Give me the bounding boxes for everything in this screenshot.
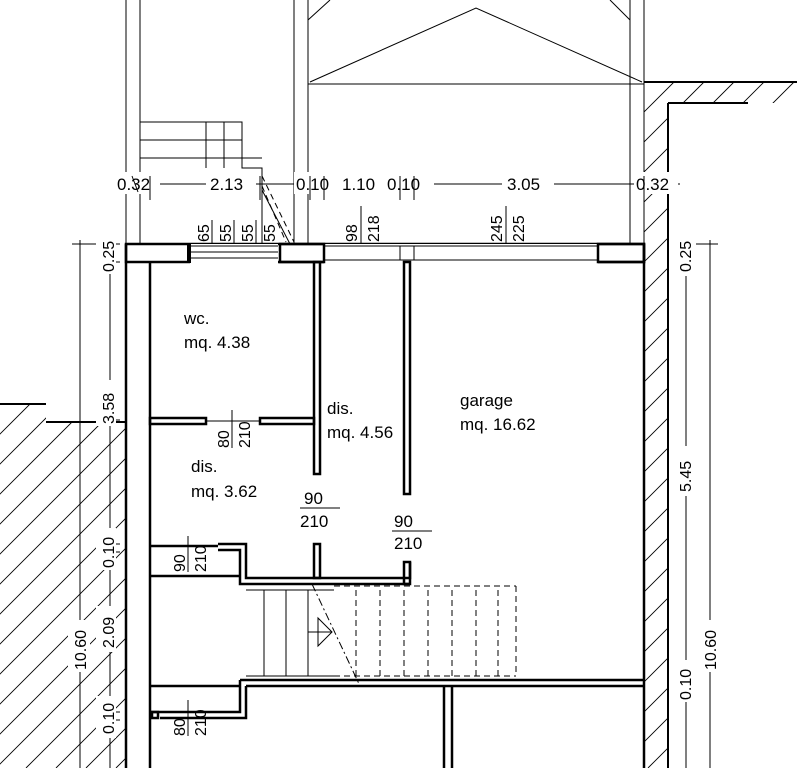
hatch-line xyxy=(0,404,126,768)
dim-left-010a: 0.10 xyxy=(101,537,118,568)
dim-left-010b: 0.10 xyxy=(101,703,118,734)
room-garage-area: mq. 16.62 xyxy=(460,415,536,434)
terrain-hatch-left xyxy=(0,404,126,768)
dim-right-010: 0.10 xyxy=(678,669,695,700)
hatch-line xyxy=(644,82,765,768)
door-dis-height: 210 xyxy=(300,512,328,531)
dim-right-1060: 10.60 xyxy=(703,630,720,670)
door-wc-height: 210 xyxy=(237,421,254,448)
hatch-line xyxy=(0,404,31,768)
dim-left-025: 0.25 xyxy=(101,241,118,272)
dim-top-6: 3.05 xyxy=(507,175,540,194)
opening-labels: 65 55 55 55 98 218 245 225 xyxy=(196,189,528,245)
room-labels: wc. mq. 4.38 dis. mq. 4.56 dis. mq. 3.62… xyxy=(183,309,536,501)
dim-top-1: 0.32 xyxy=(117,175,150,194)
door-left-upper-width: 90 xyxy=(172,554,189,572)
staircase xyxy=(246,583,517,687)
room-wc-area: mq. 4.38 xyxy=(184,333,250,352)
hatch-line xyxy=(0,404,126,768)
dim-left-209: 2.09 xyxy=(101,617,118,648)
door-left-upper-height: 210 xyxy=(193,545,210,572)
opening-label-65: 65 xyxy=(196,224,213,242)
room-dis-upper-name: dis. xyxy=(327,399,353,418)
opening-label-55a: 55 xyxy=(218,224,235,242)
opening-label-98: 98 xyxy=(344,224,361,242)
dim-top-2: 2.13 xyxy=(210,175,243,194)
hatch-line xyxy=(0,404,91,768)
dim-top-5: 0.10 xyxy=(387,175,420,194)
top-dimension-line: 0.32 2.13 0.10 1.10 0.10 3.05 0.32 xyxy=(116,172,680,200)
dim-top-7: 0.32 xyxy=(636,175,669,194)
hatch-line xyxy=(0,404,126,768)
opening-label-245: 245 xyxy=(489,215,506,242)
door-wc-width: 80 xyxy=(216,430,233,448)
dim-top-4: 1.10 xyxy=(342,175,375,194)
dim-right-545: 5.45 xyxy=(678,461,695,492)
room-dis-upper-area: mq. 4.56 xyxy=(327,423,393,442)
room-wc-name: wc. xyxy=(183,309,210,328)
interior-walls xyxy=(148,260,644,768)
dim-top-3: 0.10 xyxy=(296,175,329,194)
door-labels: 80 210 90 210 90 210 90 210 80 210 xyxy=(172,410,432,736)
door-garage-height: 210 xyxy=(394,534,422,553)
dim-left-1060: 10.60 xyxy=(73,630,90,670)
door-left-lower-width: 80 xyxy=(172,718,189,736)
opening-label-55c: 55 xyxy=(262,224,279,242)
left-dimensions: 0.25 3.58 0.10 2.09 0.10 10.60 xyxy=(68,240,120,768)
door-left-lower-height: 210 xyxy=(193,709,210,736)
hatch-line xyxy=(0,404,126,768)
dim-right-025: 0.25 xyxy=(678,241,695,272)
door-garage-width: 90 xyxy=(394,512,413,531)
opening-label-218: 218 xyxy=(366,215,383,242)
hatch-line xyxy=(0,404,126,768)
room-dis-lower-area: mq. 3.62 xyxy=(191,482,257,501)
hatch-line xyxy=(644,82,797,768)
hatch-line xyxy=(0,404,121,768)
hatch-line xyxy=(0,404,126,768)
exterior-walls xyxy=(124,242,646,768)
hatch-line xyxy=(0,404,126,768)
dim-left-358: 3.58 xyxy=(101,393,118,424)
hatch-line xyxy=(25,404,126,768)
right-clear-area xyxy=(668,103,797,768)
right-dimensions: 0.25 5.45 0.10 10.60 xyxy=(676,236,722,768)
opening-label-225: 225 xyxy=(511,215,528,242)
door-dis-width: 90 xyxy=(304,489,323,508)
room-dis-lower-name: dis. xyxy=(191,457,217,476)
upper-structure xyxy=(125,0,645,244)
room-garage-name: garage xyxy=(460,391,513,410)
hatch-line xyxy=(0,404,126,768)
hatch-line xyxy=(55,404,126,768)
opening-label-55b: 55 xyxy=(240,224,257,242)
